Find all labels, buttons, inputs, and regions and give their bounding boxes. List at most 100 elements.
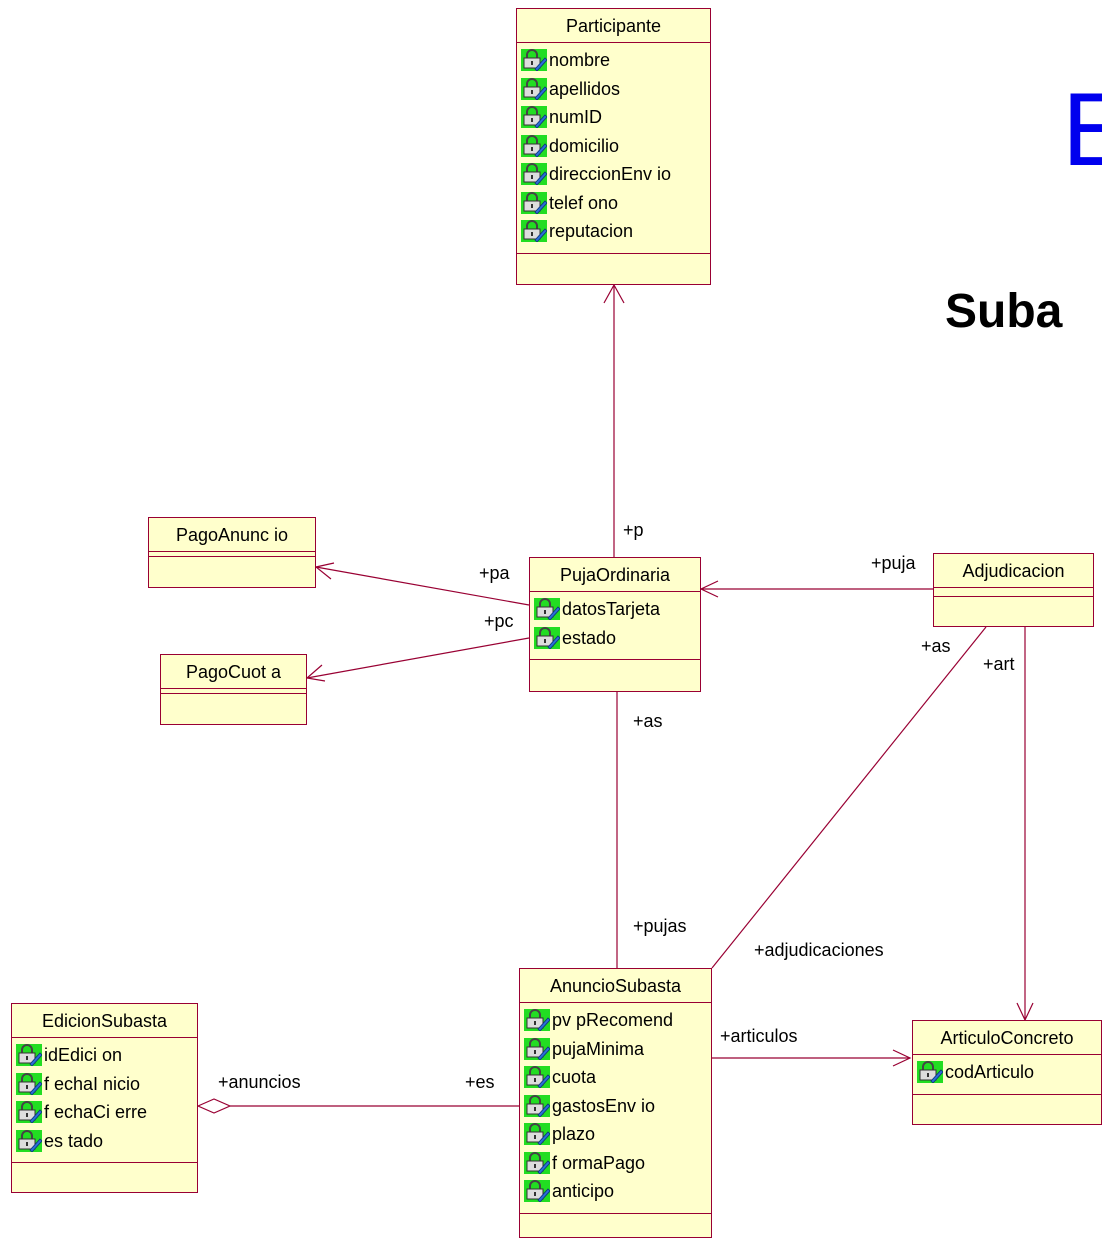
role-label-as-adjudicacion: +as bbox=[921, 636, 951, 656]
attribute-name: es tado bbox=[44, 1130, 104, 1151]
operation-compartment bbox=[520, 1214, 711, 1232]
class-participante[interactable]: Participante nombre apellidos numID domi… bbox=[516, 8, 711, 285]
arrowhead-pagocuota bbox=[305, 664, 326, 682]
class-anunciosubasta[interactable]: AnuncioSubasta pv pRecomend pujaMinima c… bbox=[519, 968, 712, 1238]
private-attribute-lock-icon bbox=[524, 1151, 551, 1175]
private-attribute-lock-icon bbox=[524, 1094, 551, 1118]
attribute-row: telef ono bbox=[521, 189, 710, 218]
aggregation-diamond bbox=[196, 1098, 232, 1114]
attribute-row: idEdici on bbox=[16, 1041, 197, 1070]
attribute-row: nombre bbox=[521, 46, 710, 75]
role-label-puja: +puja bbox=[871, 553, 916, 573]
attribute-compartment: codArticulo bbox=[913, 1055, 1101, 1095]
attribute-row: gastosEnv io bbox=[524, 1092, 711, 1121]
attribute-row: estado bbox=[534, 624, 700, 653]
attribute-name: f ormaPago bbox=[552, 1152, 646, 1173]
attribute-name: f echaI nicio bbox=[44, 1073, 141, 1094]
attribute-row: apellidos bbox=[521, 75, 710, 104]
private-attribute-lock-icon bbox=[524, 1180, 551, 1203]
class-name: PagoCuot a bbox=[161, 655, 306, 689]
private-attribute-lock-icon bbox=[524, 1123, 551, 1146]
private-attribute-lock-icon bbox=[521, 220, 548, 243]
class-name: AnuncioSubasta bbox=[520, 969, 711, 1003]
attribute-compartment: nombre apellidos numID domicilio direcci… bbox=[517, 43, 710, 254]
class-name: PagoAnunc io bbox=[149, 518, 315, 552]
role-label-adjudicaciones: +adjudicaciones bbox=[754, 940, 884, 960]
attribute-row: f ormaPago bbox=[524, 1149, 711, 1178]
attribute-name: gastosEnv io bbox=[552, 1095, 656, 1116]
private-attribute-lock-icon bbox=[521, 163, 548, 186]
attribute-row: f echaI nicio bbox=[16, 1070, 197, 1099]
private-attribute-lock-icon bbox=[16, 1044, 43, 1067]
operation-compartment bbox=[12, 1163, 197, 1181]
class-name: Adjudicacion bbox=[934, 554, 1093, 588]
attribute-row: datosTarjeta bbox=[534, 595, 700, 624]
attribute-row: es tado bbox=[16, 1127, 197, 1156]
class-name: EdicionSubasta bbox=[12, 1004, 197, 1038]
attribute-row: codArticulo bbox=[917, 1058, 1101, 1087]
private-attribute-lock-icon bbox=[16, 1129, 43, 1153]
role-label-es: +es bbox=[465, 1072, 495, 1092]
attribute-compartment: idEdici on f echaI nicio f echaCi erre e… bbox=[12, 1038, 197, 1163]
attribute-name: datosTarjeta bbox=[562, 599, 661, 619]
attribute-name: plazo bbox=[552, 1124, 596, 1144]
operation-compartment bbox=[934, 597, 1093, 615]
arrowhead-puja bbox=[699, 580, 719, 598]
attribute-name: pujaMinima bbox=[552, 1038, 645, 1059]
attribute-row: anticipo bbox=[524, 1177, 711, 1206]
class-name: ArticuloConcreto bbox=[913, 1021, 1101, 1055]
assoc-adj-anuncio bbox=[711, 626, 987, 969]
role-label-pa: +pa bbox=[479, 563, 510, 583]
private-attribute-lock-icon bbox=[524, 1066, 551, 1089]
role-label-pujas: +pujas bbox=[633, 916, 687, 936]
role-label-as-puja: +as bbox=[633, 711, 663, 731]
attribute-row: numID bbox=[521, 103, 710, 132]
class-articuloconcreto[interactable]: ArticuloConcreto codArticulo bbox=[912, 1020, 1102, 1125]
arrowhead-participante bbox=[603, 283, 625, 304]
attribute-name: telef ono bbox=[549, 192, 619, 213]
attribute-compartment: datosTarjeta estado bbox=[530, 592, 700, 660]
attribute-name: idEdici on bbox=[44, 1045, 123, 1065]
private-attribute-lock-icon bbox=[534, 626, 561, 650]
attribute-name: apellidos bbox=[549, 78, 621, 99]
private-attribute-lock-icon bbox=[534, 598, 561, 621]
attribute-compartment bbox=[934, 588, 1093, 597]
attribute-row: pujaMinima bbox=[524, 1035, 711, 1064]
operation-compartment bbox=[913, 1095, 1101, 1113]
attribute-row: cuota bbox=[524, 1063, 711, 1092]
attribute-compartment bbox=[161, 689, 306, 694]
attribute-row: direccionEnv io bbox=[521, 160, 710, 189]
class-adjudicacion[interactable]: Adjudicacion bbox=[933, 553, 1094, 627]
attribute-name: numID bbox=[549, 107, 603, 127]
private-attribute-lock-icon bbox=[521, 134, 548, 158]
assoc-puja-pagoanuncio bbox=[315, 566, 530, 606]
private-attribute-lock-icon bbox=[524, 1009, 551, 1032]
private-attribute-lock-icon bbox=[521, 77, 548, 101]
role-label-p: +p bbox=[623, 520, 644, 540]
attribute-compartment bbox=[149, 552, 315, 557]
class-edicionsubasta[interactable]: EdicionSubasta idEdici on f echaI nicio … bbox=[11, 1003, 198, 1193]
role-label-art: +art bbox=[983, 654, 1015, 674]
class-pujaordinaria[interactable]: PujaOrdinaria datosTarjeta estado bbox=[529, 557, 701, 692]
attribute-row: reputacion bbox=[521, 217, 710, 246]
operation-compartment bbox=[161, 694, 306, 712]
class-pagocuota[interactable]: PagoCuot a bbox=[160, 654, 307, 725]
private-attribute-lock-icon bbox=[16, 1101, 43, 1124]
attribute-name: domicilio bbox=[549, 135, 620, 156]
role-label-anuncios: +anuncios bbox=[218, 1072, 301, 1092]
attribute-name: cuota bbox=[552, 1067, 597, 1087]
arrowhead-pagoanuncio bbox=[314, 562, 335, 580]
attribute-name: direccionEnv io bbox=[549, 164, 672, 184]
attribute-row: f echaCi erre bbox=[16, 1098, 197, 1127]
class-name: Participante bbox=[517, 9, 710, 43]
class-pagoanuncio[interactable]: PagoAnunc io bbox=[148, 517, 316, 588]
slide-title-fragment: E bbox=[1062, 72, 1102, 188]
attribute-name: f echaCi erre bbox=[44, 1102, 148, 1122]
class-name: PujaOrdinaria bbox=[530, 558, 700, 592]
private-attribute-lock-icon bbox=[521, 106, 548, 129]
attribute-name: estado bbox=[562, 627, 617, 648]
attribute-name: codArticulo bbox=[945, 1062, 1035, 1082]
attribute-row: plazo bbox=[524, 1120, 711, 1149]
slide-subtitle-fragment: Suba bbox=[945, 285, 1063, 338]
attribute-name: anticipo bbox=[552, 1181, 615, 1201]
